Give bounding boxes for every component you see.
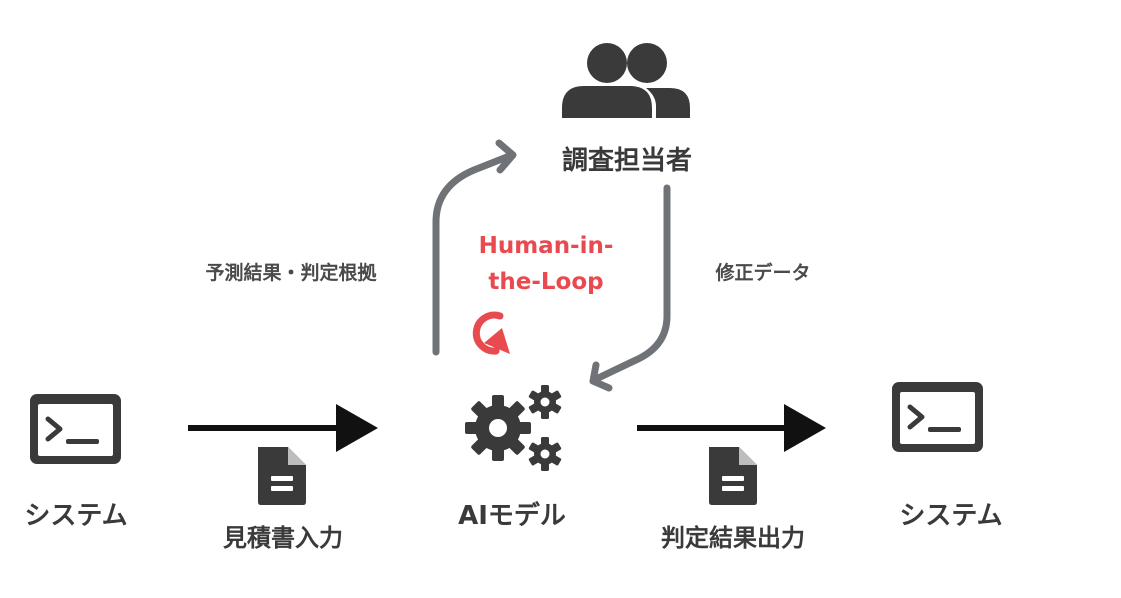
to-reviewer-arrow — [432, 151, 516, 356]
left-system-label: システム — [24, 501, 128, 531]
users-icon — [562, 43, 690, 118]
from-reviewer-arrowhead — [589, 361, 613, 392]
from-reviewer-arrow — [590, 184, 671, 384]
hitl-line-2: the-Loop — [488, 269, 604, 295]
from-reviewer-label: 修正データ — [715, 262, 811, 284]
refresh-icon — [472, 311, 510, 355]
terminal-icon — [30, 394, 121, 464]
terminal-icon — [892, 382, 983, 452]
input-doc-label: 見積書入力 — [223, 524, 343, 552]
human-in-the-loop-label: Human-in- the-Loop — [479, 228, 614, 300]
to-reviewer-arrowhead — [495, 139, 517, 174]
document-icon — [709, 447, 757, 505]
reviewer-label: 調査担当者 — [561, 146, 693, 176]
ai-model-label: AIモデル — [458, 501, 566, 531]
document-icon — [258, 447, 306, 505]
to-reviewer-label: 予測結果・判定根拠 — [205, 262, 377, 284]
gears-icon — [465, 385, 562, 471]
hitl-line-1: Human-in- — [478, 233, 614, 259]
output-doc-label: 判定結果出力 — [661, 524, 805, 552]
right-system-label: システム — [899, 501, 1003, 531]
